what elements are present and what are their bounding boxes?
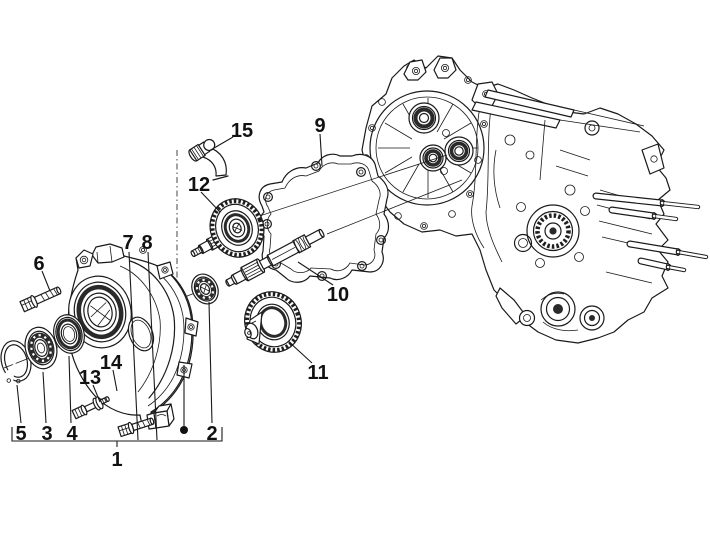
- seal-4-drawing: [53, 314, 85, 354]
- callout-10[interactable]: 10: [327, 284, 349, 306]
- leader-lines: [16, 133, 334, 441]
- case-pulleys: [495, 287, 605, 332]
- bolt-13-washer-14-drawing: [71, 396, 110, 420]
- case-gear-cluster: [504, 134, 590, 268]
- bearing-3-drawing: [24, 326, 58, 370]
- case-top-lugs: [403, 57, 665, 175]
- callout-15[interactable]: 15: [231, 120, 253, 142]
- callout-14[interactable]: 14: [100, 352, 123, 374]
- callout-11[interactable]: 11: [307, 362, 328, 384]
- gear-11-drawing: [244, 291, 302, 353]
- assembly-dot-marker: [180, 426, 188, 434]
- callout-12[interactable]: 12: [188, 174, 210, 196]
- callout-8[interactable]: 8: [141, 232, 152, 254]
- bearing-2-drawing: [191, 273, 219, 305]
- group-bracket: [11, 427, 223, 447]
- callout-4[interactable]: 4: [66, 423, 78, 445]
- callout-6[interactable]: 6: [33, 253, 44, 275]
- cover-drawing: [67, 243, 199, 430]
- callout-3[interactable]: 3: [41, 423, 52, 445]
- callout-labels: 1 2 3 4 5 6 7 8 9 10 11 12 13 14 15: [15, 115, 349, 471]
- case-studs: [592, 192, 709, 273]
- callout-2[interactable]: 2: [206, 423, 217, 445]
- callout-7[interactable]: 7: [122, 232, 133, 254]
- cover-boss: [68, 275, 132, 349]
- breather-pipe-drawing: [176, 138, 229, 290]
- callout-9[interactable]: 9: [314, 115, 325, 137]
- callout-5[interactable]: 5: [15, 423, 26, 445]
- bolt-6-drawing: [19, 286, 62, 313]
- callout-1[interactable]: 1: [111, 449, 122, 471]
- crankcase-drawing: [361, 55, 709, 344]
- bottom-bolt-drawing: [117, 417, 155, 438]
- gear-12-drawing: [190, 198, 265, 258]
- callout-13[interactable]: 13: [79, 367, 101, 389]
- case-bearing-bosses: [408, 102, 474, 175]
- driven-shaft-drawing: [225, 228, 325, 287]
